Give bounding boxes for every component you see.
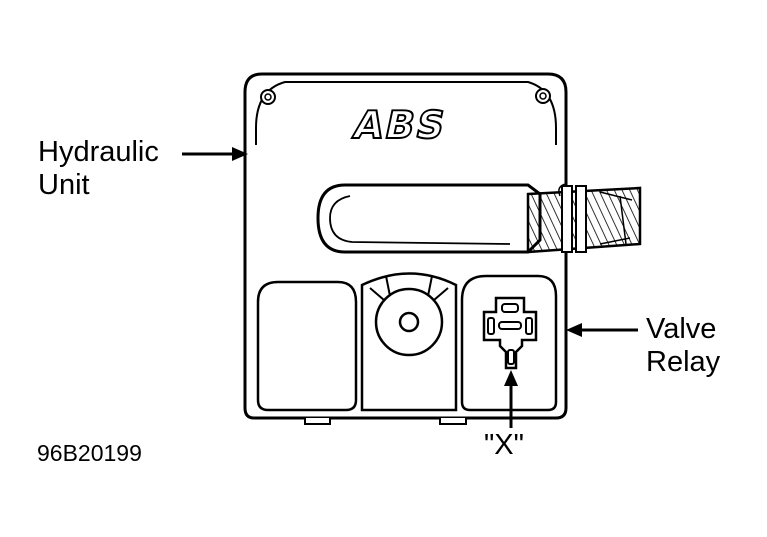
valve-relay-label: Valve Relay <box>646 313 720 379</box>
x-terminal-label: "X" <box>484 429 524 461</box>
wiring-harness <box>316 183 642 254</box>
valve-label-line1: Valve <box>646 313 717 345</box>
valve-relay-socket <box>460 274 558 412</box>
hydraulic-label-line2: Unit <box>38 169 90 201</box>
svg-text:ABS: ABS <box>350 103 451 148</box>
x-terminal-arrow <box>504 370 518 428</box>
mounting-hole-left <box>260 89 276 105</box>
mounting-hole-right <box>535 88 551 104</box>
hydraulic-label-line1: Hydraulic <box>38 136 159 168</box>
hydraulic-unit-label: Hydraulic Unit <box>38 136 159 202</box>
abs-logo: ABS <box>349 102 452 149</box>
figure-code: 96B20199 <box>37 440 142 466</box>
hydraulic-unit-arrow <box>182 147 248 161</box>
center-valve-assembly <box>360 272 458 412</box>
valve-relay-arrow <box>566 323 638 337</box>
lower-left-panel <box>256 280 358 412</box>
valve-label-line2: Relay <box>646 346 721 378</box>
